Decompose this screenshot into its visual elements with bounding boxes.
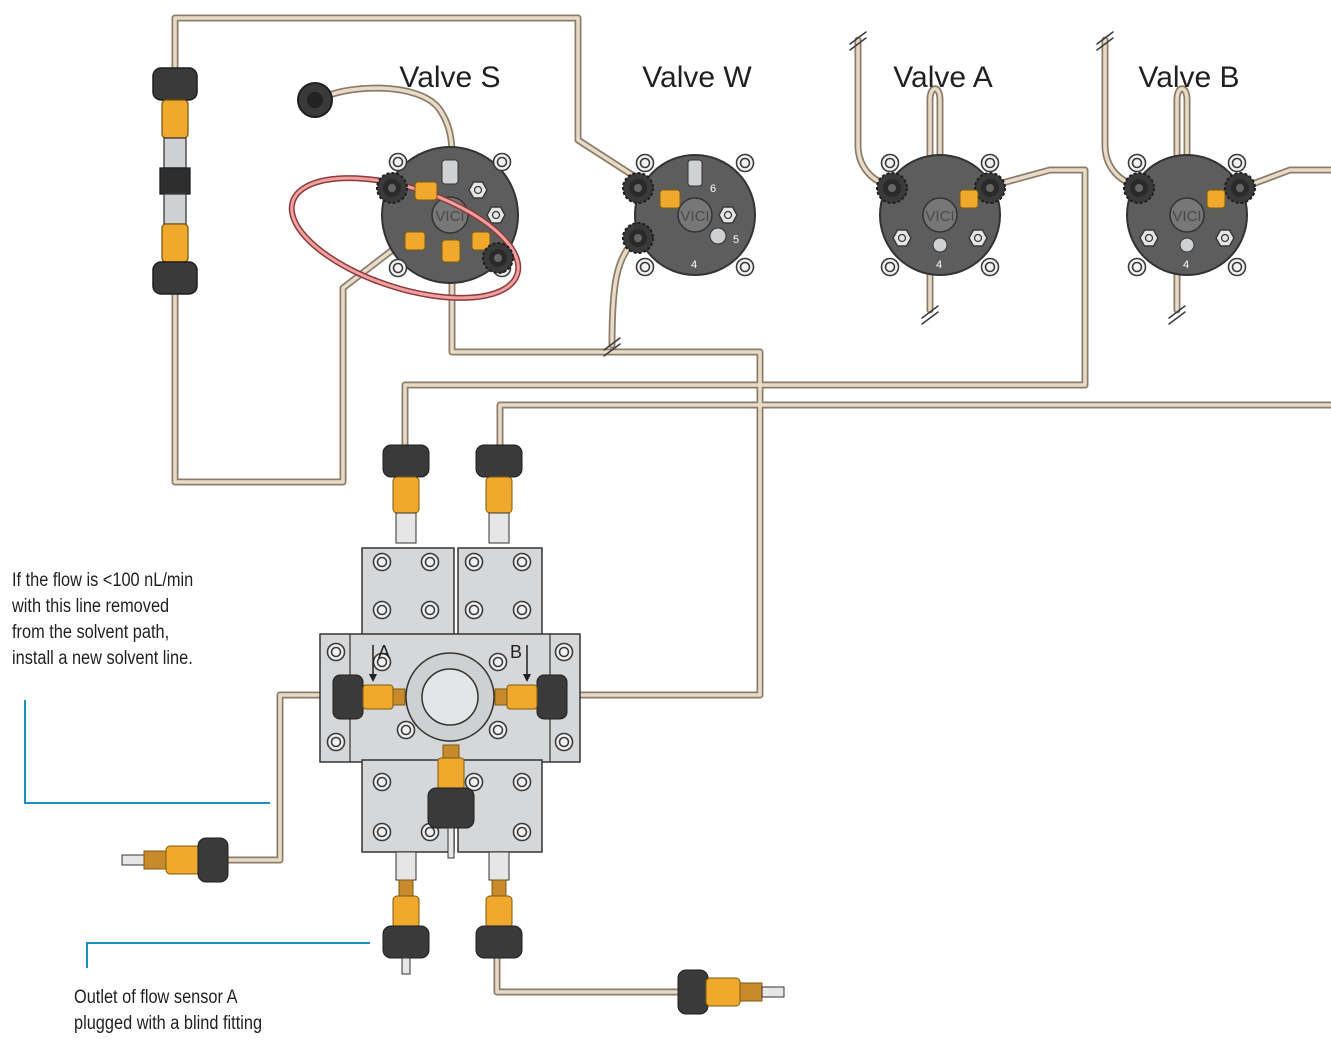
inline-union-fitting [153, 68, 197, 294]
valve-w-port-4: 4 [691, 259, 697, 271]
valve-b-port-4: 4 [1183, 259, 1189, 271]
callout-blind-fitting: Outlet of flow sensor A plugged with a b… [74, 985, 262, 1037]
sensor-port-b-label: B [510, 642, 522, 662]
sensor-port-a-label: A [378, 642, 390, 662]
valve-b-title: Valve B [1138, 61, 1239, 94]
callout-replace-line: If the flow is <100 nL/min with this lin… [12, 568, 193, 672]
valve-w-port-5: 5 [733, 234, 739, 246]
callout-line: from the solvent path, [12, 620, 193, 646]
callout-line: If the flow is <100 nL/min [12, 568, 193, 594]
callout-line: with this line removed [12, 594, 193, 620]
valve-b: VICI 4 [1124, 155, 1255, 276]
valve-w-brand: VICI [680, 208, 709, 225]
solvent-line-end-left [122, 838, 228, 882]
solvent-line-end-right [678, 970, 784, 1014]
callout-line: Outlet of flow sensor A [74, 985, 262, 1011]
valve-s-brand: VICI [435, 208, 464, 225]
callout-leaders [25, 700, 370, 968]
callout-line: install a new solvent line. [12, 646, 193, 672]
valve-a: VICI 4 [877, 155, 1005, 276]
flow-sensor-assembly: A B [320, 445, 580, 974]
callout-line: plugged with a blind fitting [74, 1011, 262, 1037]
valve-w-port-6: 6 [710, 183, 716, 195]
valve-s: VICI [277, 83, 532, 322]
valve-a-port-4: 4 [936, 259, 942, 271]
valve-w-title: Valve W [642, 61, 752, 94]
valve-w: VICI 6 5 4 [623, 155, 755, 276]
valve-s-title: Valve S [399, 61, 500, 94]
valve-b-brand: VICI [1172, 208, 1201, 225]
valve-a-title: Valve A [893, 61, 993, 94]
valve-a-brand: VICI [925, 208, 954, 225]
